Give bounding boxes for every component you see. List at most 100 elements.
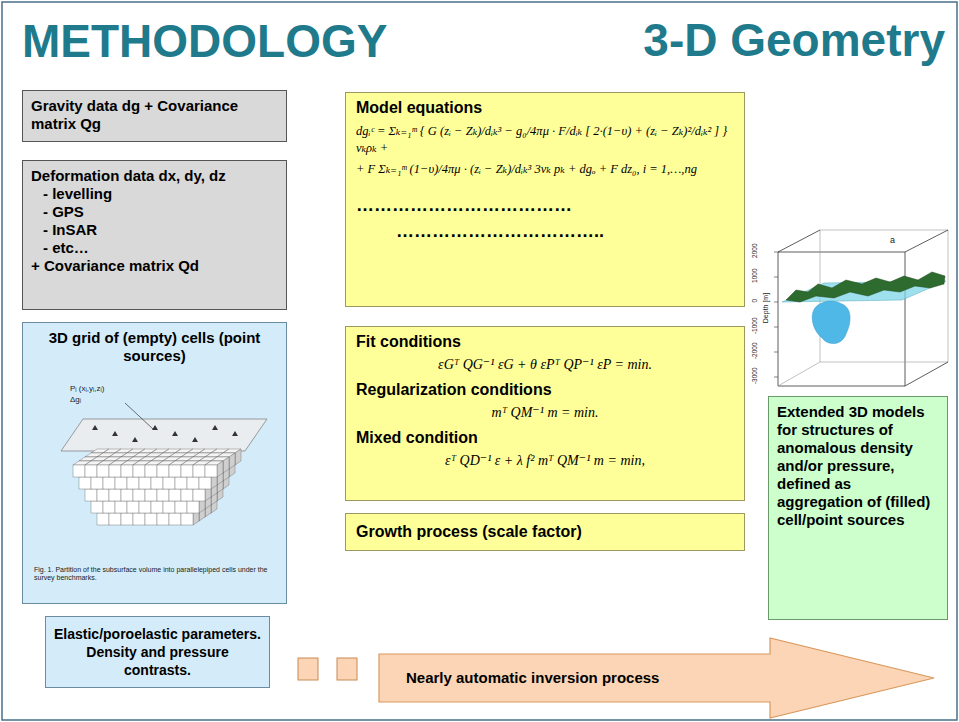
cell-front (181, 513, 193, 525)
cell-front (115, 477, 127, 489)
cell-front (169, 513, 181, 525)
benchmark (112, 431, 118, 436)
cell-front (97, 465, 109, 477)
condition-box: Fit conditionsεGᵀ QG⁻¹ εG + θ εPᵀ QP⁻¹ ε… (345, 326, 745, 501)
process-box: Growth process (scale factor) (345, 513, 745, 551)
cell-front (199, 477, 211, 489)
node-heading: Fit conditions (356, 333, 734, 351)
cell-side (217, 461, 223, 477)
cell-front (97, 465, 109, 477)
node-text: dgᵢᶜ = Σₖ₌₁ᵐ { G (zᵢ − Zₖ)/dᵢₖ³ − g₀/4πμ… (356, 123, 734, 157)
leader-line (125, 403, 153, 429)
data-box: Deformation data dx, dy, dz- levelling- … (22, 160, 287, 310)
node-text: mᵀ QM⁻¹ m = min. (356, 404, 734, 421)
node-text: Density and pressure contrasts. (54, 643, 261, 679)
tick-label: 0 (751, 286, 758, 316)
tick (774, 302, 778, 303)
cell-front (181, 465, 193, 477)
slide-title: METHODOLOGY (22, 14, 387, 68)
result-box: Extended 3D models for structures of ano… (768, 396, 948, 620)
cell-front (133, 465, 145, 477)
cell-front (169, 489, 181, 501)
axis-title: Depth [m] (762, 278, 770, 338)
node-heading: Model equations (356, 99, 734, 117)
cell-front (169, 465, 181, 477)
node-text: Regularization conditions (356, 381, 734, 399)
cell-front (163, 501, 175, 513)
cell-front (187, 501, 199, 513)
benchmark (132, 437, 138, 442)
tick-label: -3000 (751, 361, 758, 391)
node-heading: Deformation data dx, dy, dz (31, 167, 278, 185)
cell-front (157, 513, 169, 525)
node-text: + Covariance matrix Qd (31, 257, 278, 275)
tick-label: -1000 (751, 311, 758, 341)
cell-front (121, 489, 133, 501)
slide-subtitle: 3-D Geometry (610, 14, 945, 67)
survey-plane (61, 419, 267, 451)
tick-label: -2000 (751, 336, 758, 366)
panel-letter: a (890, 235, 902, 245)
cell-front (139, 501, 151, 513)
cell-front (151, 501, 163, 513)
cell-front (103, 477, 115, 489)
node-text: …………………………….. (356, 218, 734, 244)
cell-front (121, 489, 133, 501)
node-heading: Nearly automatic inversion process (378, 654, 786, 702)
cell-front (181, 465, 193, 477)
cell-front (91, 501, 103, 513)
process-arrow: Nearly automatic inversion process (378, 636, 938, 720)
cell-front (85, 489, 97, 501)
cell-front (175, 477, 187, 489)
cell-front (85, 465, 97, 477)
cell-front (127, 501, 139, 513)
cell-front (175, 501, 187, 513)
benchmark (192, 437, 198, 442)
point-label: Pᵢ (xᵢ,yᵢ,zᵢ) (70, 384, 190, 393)
cell-front (139, 501, 151, 513)
tick-label: 2000 (751, 236, 758, 266)
tick (774, 277, 778, 278)
box-edge (778, 362, 820, 386)
benchmark (212, 425, 218, 430)
cell-front (97, 489, 109, 501)
cell (205, 461, 223, 477)
box-edge (905, 230, 948, 252)
cell-front (145, 465, 157, 477)
node-heading: 3D grid of (empty) cells (point sources) (31, 329, 278, 365)
cell-front (157, 465, 169, 477)
benchmark (152, 425, 158, 430)
cell-front (79, 477, 91, 489)
cell-front (133, 489, 145, 501)
cell (205, 461, 223, 477)
benchmark (92, 425, 98, 430)
terrain-surface (786, 272, 945, 302)
cell-front (91, 477, 103, 489)
cell-front (115, 501, 127, 513)
orange-square (298, 658, 318, 680)
cell-front (187, 477, 199, 489)
node-text: - GPS (31, 203, 278, 221)
node-text: - etc… (31, 239, 278, 257)
node-text: - levelling (31, 185, 278, 203)
cell-front (157, 489, 169, 501)
cell-front (145, 489, 157, 501)
cell-front (151, 501, 163, 513)
cell-front (187, 477, 199, 489)
cell-front (121, 465, 133, 477)
cell-front (157, 465, 169, 477)
cell-front (133, 465, 145, 477)
tick-label: 1000 (751, 261, 758, 291)
cell-front (193, 465, 205, 477)
tick (774, 352, 778, 353)
cell-side (235, 449, 241, 465)
node-text: - InSAR (31, 221, 278, 239)
anomalous-body (812, 301, 850, 343)
cell-grid-illustration (35, 389, 275, 559)
parameter-box: Elastic/poroelastic parameters.Density a… (45, 616, 270, 688)
benchmark (232, 431, 238, 436)
cell-front (133, 489, 145, 501)
grid-box: 3D grid of (empty) cells (point sources) (22, 322, 287, 604)
